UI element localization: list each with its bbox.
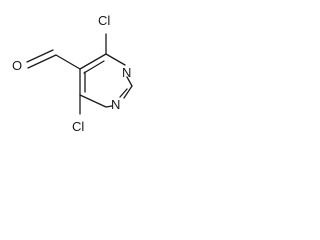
bond-c5-c4 [79,53,107,70]
chlorine-top-label: Cl [98,13,110,28]
bond-cho-o-inner [26,49,54,63]
nitrogen-upper-label: N [122,65,131,80]
nitrogen-lower-label: N [111,97,120,112]
bond-n1-c6 [105,105,113,108]
bond-c5-cho [55,54,81,70]
bond-n3-c2 [126,76,133,87]
chlorine-bottom-label: Cl [72,119,84,134]
bond-cho-o [27,54,57,69]
bond-c6-c5 [79,94,107,108]
structure-diagram: Cl N N Cl O [12,13,133,134]
bond-c2-n1-inner [119,88,128,98]
bond-c4-n3 [105,53,126,66]
bond-c5-c4-inner [83,60,105,74]
oxygen-label: O [12,58,22,73]
bond-c2-n1 [123,85,133,99]
